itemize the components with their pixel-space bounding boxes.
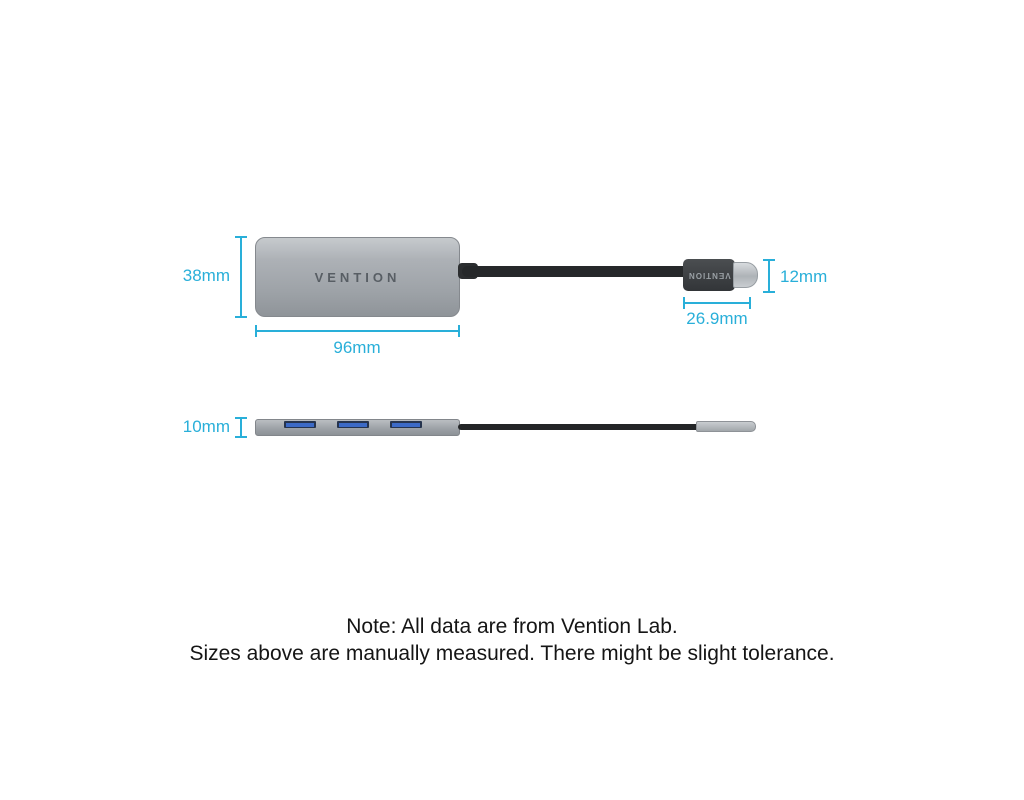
dim-thickness-label: 10mm <box>182 417 230 436</box>
side-profile <box>255 419 460 436</box>
note-line-1: Note: All data are from Vention Lab. <box>346 615 678 638</box>
usb-port-1 <box>284 421 316 428</box>
usb-port-3 <box>390 421 422 428</box>
dim-connector-height-label: 12mm <box>780 267 828 286</box>
usb-c-connector-body: VENTION <box>683 259 735 291</box>
cable <box>462 266 690 277</box>
dim-connector-height-bracket <box>763 259 775 293</box>
side-cable <box>458 424 700 430</box>
side-connector <box>696 421 756 432</box>
dim-thickness-bracket <box>235 417 247 438</box>
hub-body: VENTION <box>255 237 460 317</box>
usb-port-2 <box>337 421 369 428</box>
dim-width-label: 96mm <box>333 338 381 357</box>
usb-port-tab-icon <box>286 423 314 427</box>
usb-port-tab-icon <box>392 423 420 427</box>
dim-width-bracket <box>255 325 460 337</box>
dim-connector-length-bracket <box>683 297 751 309</box>
usb-port-tab-icon <box>339 423 367 427</box>
connector-brand-label: VENTION <box>687 270 731 280</box>
dim-height-bracket <box>235 236 247 318</box>
dim-height-label: 38mm <box>182 266 230 285</box>
brand-label: VENTION <box>314 269 401 285</box>
dim-connector-length-label: 26.9mm <box>686 309 748 328</box>
note-line-2: Sizes above are manually measured. There… <box>189 642 835 665</box>
usb-c-connector-tip <box>733 262 758 288</box>
